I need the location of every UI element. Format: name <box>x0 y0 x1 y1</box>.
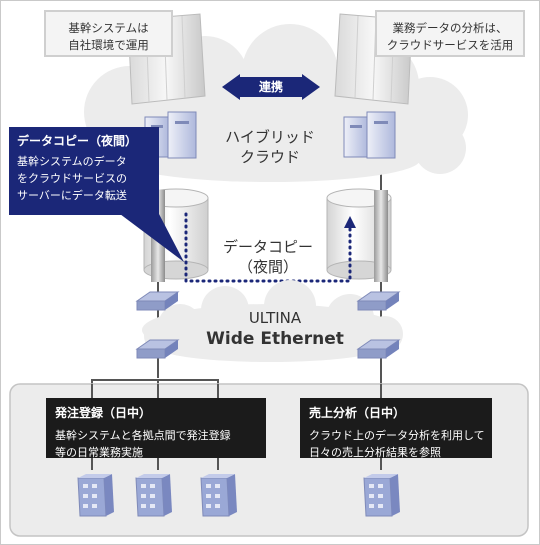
note-line: 基幹システムは <box>68 21 149 35</box>
wan-label-line: ULTINA <box>248 309 302 327</box>
network-switch-icon <box>135 339 180 359</box>
data-copy-label: データコピー （夜間） <box>213 237 323 277</box>
order-entry-title: 発注登録（日中） <box>55 406 152 420</box>
note-core-system: 基幹システムは 自社環境で運用 <box>44 10 173 57</box>
callout-title: データコピー（夜間） <box>17 134 138 148</box>
note-line: 業務データの分析は、 <box>392 21 508 35</box>
building-windows <box>83 484 383 508</box>
network-switch-icon <box>356 291 401 311</box>
sales-analysis-box: 売上分析（日中） クラウド上のデータ分析を利用して 日々の売上分析結果を参照 <box>300 398 492 459</box>
wan-label-line: Wide Ethernet <box>206 329 344 349</box>
network-switch-icon <box>356 339 401 359</box>
sales-analysis-line: 日々の売上分析結果を参照 <box>309 446 441 459</box>
storage-cylinder-icon <box>326 188 392 282</box>
wan-label: ULTINA Wide Ethernet <box>190 309 360 350</box>
order-entry-line: 等の日常業務実施 <box>55 446 143 459</box>
network-switch-icon <box>135 291 180 311</box>
double-arrow-icon <box>222 74 320 100</box>
note-line: クラウドサービスを活用 <box>386 38 514 52</box>
cloud-label-line: ハイブリッド <box>225 128 315 146</box>
callout-line: をクラウドサービスの <box>17 172 127 185</box>
server-icon <box>343 111 396 159</box>
data-copy-callout: データコピー（夜間） 基幹システムのデータ をクラウドサービスの サーバーにデー… <box>9 127 159 215</box>
order-entry-box: 発注登録（日中） 基幹システムと各拠点間で発注登録 等の日常業務実施 <box>46 398 266 459</box>
callout-line: 基幹システムのデータ <box>17 155 127 168</box>
callout-line: サーバーにデータ転送 <box>17 189 127 202</box>
note-line: 自社環境で運用 <box>68 38 149 52</box>
order-entry-line: 基幹システムと各拠点間で発注登録 <box>55 429 231 442</box>
sales-analysis-line: クラウド上のデータ分析を利用して <box>309 429 485 442</box>
cloud-label-line: クラウド <box>239 148 300 166</box>
sales-analysis-title: 売上分析（日中） <box>309 406 406 420</box>
wan-cloud-shape <box>142 280 403 362</box>
callout-pointer <box>120 214 184 262</box>
data-copy-line: データコピー <box>222 238 313 256</box>
data-copy-path <box>184 212 356 283</box>
hybrid-cloud-label: ハイブリッド クラウド <box>205 127 335 167</box>
link-label: 連携 <box>258 80 283 94</box>
data-copy-line: （夜間） <box>237 258 298 276</box>
note-data-analysis: 業務データの分析は、 クラウドサービスを活用 <box>375 10 525 57</box>
